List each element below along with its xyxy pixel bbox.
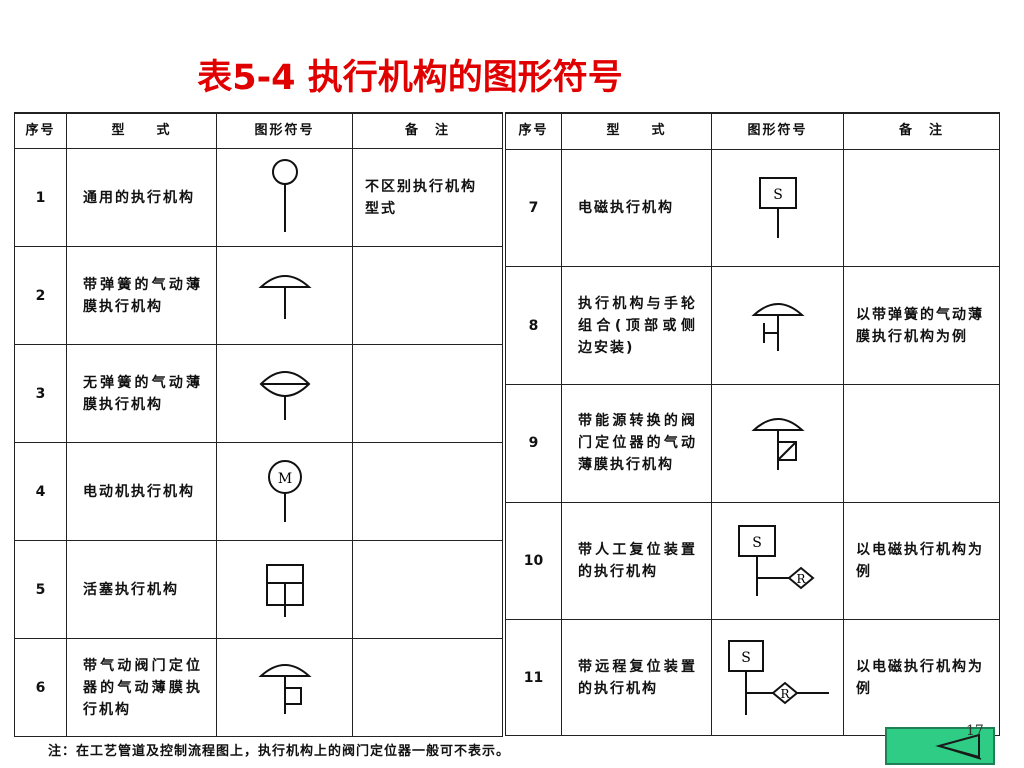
row-type: 带人工复位装置的执行机构 — [561, 501, 712, 621]
page-title: 表5-4 执行机构的图形符号 — [197, 58, 623, 98]
table-row: 3 无弹簧的气动薄膜执行机构 — [14, 344, 503, 443]
row-type: 带气动阀门定位器的气动薄膜执行机构 — [66, 638, 217, 737]
page-number: 17 — [966, 723, 984, 739]
row-type: 电动机执行机构 — [66, 442, 217, 541]
symbol-springless-diaphragm — [216, 344, 353, 443]
row-note — [843, 148, 1000, 268]
row-num: 2 — [14, 246, 67, 345]
row-num: 6 — [14, 638, 67, 737]
row-num: 11 — [505, 619, 562, 736]
table-row: 6 带气动阀门定位器的气动薄膜执行机构 — [14, 638, 503, 737]
header-note: 备 注 — [352, 112, 503, 149]
symbol-diaphragm-positioner — [216, 638, 353, 737]
symbol-remote-reset-r: R — [780, 687, 790, 701]
symbol-manual-reset-s: S — [752, 535, 762, 551]
row-num: 1 — [14, 148, 67, 247]
row-type: 无弹簧的气动薄膜执行机构 — [66, 344, 217, 443]
header-note: 备 注 — [843, 112, 1000, 150]
row-num: 9 — [505, 383, 562, 503]
header-symbol: 图形符号 — [711, 112, 844, 150]
row-note — [352, 246, 503, 345]
table-row: 2 带弹簧的气动薄膜执行机构 — [14, 246, 503, 345]
row-note: 以电磁执行机构为例 — [843, 619, 1000, 736]
row-note — [352, 344, 503, 443]
header-num: 序号 — [14, 112, 67, 149]
table-row: 7 电磁执行机构 S — [505, 148, 1000, 268]
row-num: 3 — [14, 344, 67, 443]
row-type: 带能源转换的阀门定位器的气动薄膜执行机构 — [561, 383, 712, 503]
row-note — [843, 383, 1000, 503]
header-symbol: 图形符号 — [216, 112, 353, 149]
symbol-solenoid: S — [711, 148, 844, 268]
row-note — [352, 638, 503, 737]
row-note — [352, 540, 503, 639]
header-num: 序号 — [505, 112, 562, 150]
symbol-motor-label: M — [277, 471, 291, 487]
row-type: 活塞执行机构 — [66, 540, 217, 639]
symbol-remote-reset-s: S — [741, 650, 751, 666]
row-type: 电磁执行机构 — [561, 148, 712, 268]
symbol-generic-actuator — [216, 148, 353, 247]
row-note: 以带弹簧的气动薄膜执行机构为例 — [843, 266, 1000, 385]
symbol-electric-motor: M — [216, 442, 353, 541]
row-num: 8 — [505, 266, 562, 385]
row-type: 带远程复位装置的执行机构 — [561, 619, 712, 736]
row-note: 不区别执行机构型式 — [352, 148, 503, 247]
symbol-converter-positioner — [711, 383, 844, 503]
next-slide-button[interactable] — [885, 727, 995, 765]
row-note: 以电磁执行机构为例 — [843, 501, 1000, 621]
arrow-left-icon — [935, 733, 982, 760]
table-row: 8 执行机构与手轮组合(顶部或侧边安装) 以带弹簧的气动薄膜执行机构为例 — [505, 266, 1000, 385]
row-num: 10 — [505, 501, 562, 621]
symbol-piston — [216, 540, 353, 639]
symbol-table-right: 序号 型 式 图形符号 备 注 7 电磁执行机构 S 8 执行机构与手轮组合(顶… — [505, 112, 1000, 736]
symbol-spring-diaphragm — [216, 246, 353, 345]
row-num: 4 — [14, 442, 67, 541]
row-type: 执行机构与手轮组合(顶部或侧边安装) — [561, 266, 712, 385]
table-row: 4 电动机执行机构 M — [14, 442, 503, 541]
header-row: 序号 型 式 图形符号 备 注 — [14, 112, 503, 149]
footnote: 注：在工艺管道及控制流程图上，执行机构上的阀门定位器一般可不表示。 — [48, 744, 511, 759]
row-type: 带弹簧的气动薄膜执行机构 — [66, 246, 217, 345]
table-row: 1 通用的执行机构 不区别执行机构型式 — [14, 148, 503, 247]
symbol-table-left: 序号 型 式 图形符号 备 注 1 通用的执行机构 不区别执行机构型式 2 带弹… — [14, 112, 503, 737]
table-row: 9 带能源转换的阀门定位器的气动薄膜执行机构 — [505, 383, 1000, 503]
row-type: 通用的执行机构 — [66, 148, 217, 247]
symbol-handwheel-actuator — [711, 266, 844, 385]
header-row: 序号 型 式 图形符号 备 注 — [505, 112, 1000, 150]
symbol-manual-reset-r: R — [796, 572, 806, 586]
symbol-solenoid-label: S — [773, 187, 783, 203]
table-row: 5 活塞执行机构 — [14, 540, 503, 639]
row-num: 7 — [505, 148, 562, 268]
row-note — [352, 442, 503, 541]
row-num: 5 — [14, 540, 67, 639]
header-type: 型 式 — [561, 112, 712, 150]
header-type: 型 式 — [66, 112, 217, 149]
